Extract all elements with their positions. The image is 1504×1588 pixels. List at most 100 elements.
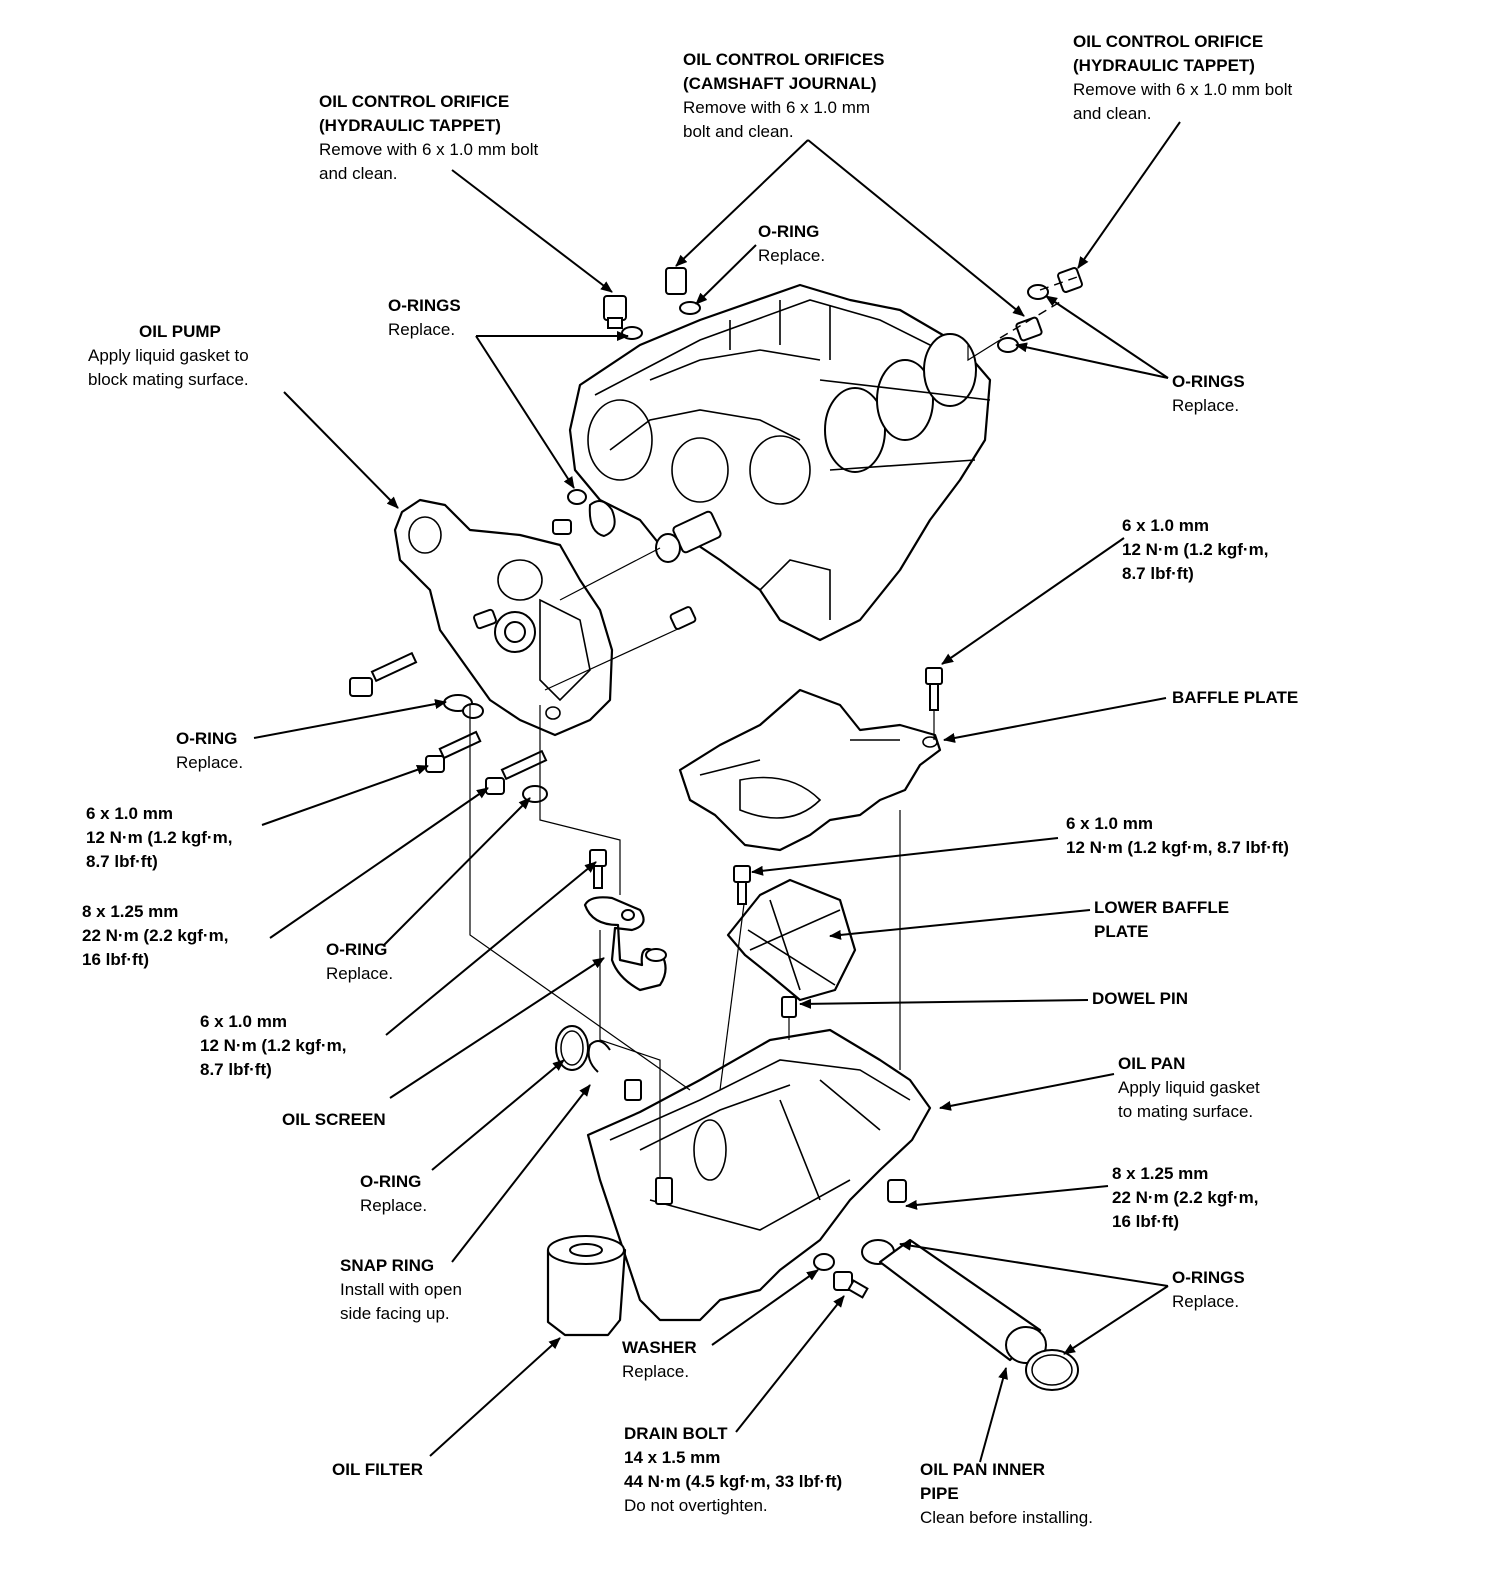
oil-pump xyxy=(393,498,614,737)
label-title-line: 8 x 1.25 mm xyxy=(1112,1164,1209,1183)
label-washer: WASHER Replace. xyxy=(622,1336,697,1384)
label-title-line: (HYDRAULIC TAPPET) xyxy=(1073,56,1255,75)
label-title-line: OIL PAN xyxy=(1118,1054,1186,1073)
label-title-line: LOWER BAFFLE xyxy=(1094,898,1230,917)
label-title-line: WASHER xyxy=(622,1338,697,1357)
label-title-line: DOWEL PIN xyxy=(1092,989,1189,1008)
label-title-line: 22 N·m (2.2 kgf·m, xyxy=(82,926,229,945)
label-title-line: 8.7 lbf·ft) xyxy=(1122,564,1194,583)
label-torque-spec-pan: 8 x 1.25 mm 22 N·m (2.2 kgf·m, 16 lbf·ft… xyxy=(1112,1162,1258,1234)
label-torque-spec-left-1: 6 x 1.0 mm 12 N·m (1.2 kgf·m, 8.7 lbf·ft… xyxy=(86,802,232,874)
label-oil-filter: OIL FILTER xyxy=(332,1458,423,1482)
label-title-line: 16 lbf·ft) xyxy=(1112,1212,1180,1231)
label-desc-line: side facing up. xyxy=(340,1304,450,1323)
label-torque-spec-top-right: 6 x 1.0 mm 12 N·m (1.2 kgf·m, 8.7 lbf·ft… xyxy=(1122,514,1268,586)
leader-arrows xyxy=(253,121,1181,1463)
label-title-line: PLATE xyxy=(1094,922,1149,941)
label-title-line: O-RINGS xyxy=(1172,1268,1245,1287)
label-desc-line: Remove with 6 x 1.0 mm bolt xyxy=(319,140,539,159)
label-title-line: O-RINGS xyxy=(388,296,461,315)
label-oil-pan-inner-pipe: OIL PAN INNER PIPE Clean before installi… xyxy=(920,1458,1093,1530)
label-o-rings-bottom: O-RINGS Replace. xyxy=(1172,1266,1245,1314)
label-desc-line: Replace. xyxy=(176,753,244,772)
label-o-ring-bottom: O-RING Replace. xyxy=(360,1170,427,1218)
label-title-line: OIL CONTROL ORIFICES xyxy=(683,50,885,69)
label-title-line: 6 x 1.0 mm xyxy=(1066,814,1153,833)
label-title-line: 6 x 1.0 mm xyxy=(86,804,173,823)
label-title-line: OIL SCREEN xyxy=(282,1110,386,1129)
label-title-line: (HYDRAULIC TAPPET) xyxy=(319,116,501,135)
label-title-line: DRAIN BOLT xyxy=(624,1424,728,1443)
label-desc-line: Replace. xyxy=(1172,396,1240,415)
label-title-line: PIPE xyxy=(920,1484,959,1503)
label-o-ring-top: O-RING Replace. xyxy=(758,220,825,268)
drain-bolt xyxy=(813,1253,869,1299)
oil-pan-inner-pipe xyxy=(861,1238,1079,1391)
label-title-line: O-RING xyxy=(360,1172,422,1191)
label-title-line: O-RING xyxy=(326,940,388,959)
label-title-line: O-RINGS xyxy=(1172,372,1245,391)
label-desc-line: Remove with 6 x 1.0 mm bolt xyxy=(1073,80,1293,99)
label-title-line: SNAP RING xyxy=(340,1256,435,1275)
label-torque-spec-left-2: 8 x 1.25 mm 22 N·m (2.2 kgf·m, 16 lbf·ft… xyxy=(82,900,228,972)
label-title-line: 22 N·m (2.2 kgf·m, xyxy=(1112,1188,1259,1207)
label-title-line: 12 N·m (1.2 kgf·m, xyxy=(86,828,233,847)
label-title-line: O-RING xyxy=(758,222,820,241)
label-lower-baffle-plate: LOWER BAFFLE PLATE xyxy=(1094,896,1229,944)
label-desc-line: Install with open xyxy=(340,1280,462,1299)
label-desc-line: block mating surface. xyxy=(88,370,249,389)
label-title-line: BAFFLE PLATE xyxy=(1172,688,1299,707)
label-oil-screen: OIL SCREEN xyxy=(282,1108,386,1132)
label-desc-line: Replace. xyxy=(326,964,394,983)
label-oil-control-orifice-tappet-right: OIL CONTROL ORIFICE (HYDRAULIC TAPPET) R… xyxy=(1073,30,1292,126)
label-desc-line: Apply liquid gasket to xyxy=(88,346,249,365)
label-baffle-plate: BAFFLE PLATE xyxy=(1172,686,1298,710)
label-title-line: 8.7 lbf·ft) xyxy=(86,852,158,871)
label-title-line: OIL PAN INNER xyxy=(920,1460,1045,1479)
label-o-rings-top-left: O-RINGS Replace. xyxy=(388,294,461,342)
label-title-line: (CAMSHAFT JOURNAL) xyxy=(683,74,877,93)
label-title-line: OIL CONTROL ORIFICE xyxy=(319,92,510,111)
label-title-line: OIL CONTROL ORIFICE xyxy=(1073,32,1264,51)
label-title-line: 6 x 1.0 mm xyxy=(200,1012,287,1031)
label-desc-line: Replace. xyxy=(1172,1292,1240,1311)
label-desc-line: bolt and clean. xyxy=(683,122,794,141)
label-torque-spec-screen: 6 x 1.0 mm 12 N·m (1.2 kgf·m, 8.7 lbf·ft… xyxy=(200,1010,346,1082)
label-oil-pan: OIL PAN Apply liquid gasket to mating su… xyxy=(1118,1052,1260,1124)
label-desc-line: to mating surface. xyxy=(1118,1102,1254,1121)
label-title-line: 8.7 lbf·ft) xyxy=(200,1060,272,1079)
label-desc-line: and clean. xyxy=(319,164,398,183)
label-drain-bolt: DRAIN BOLT 14 x 1.5 mm 44 N·m (4.5 kgf·m… xyxy=(624,1422,842,1518)
label-title-line: 6 x 1.0 mm xyxy=(1122,516,1209,535)
label-desc-line: Apply liquid gasket xyxy=(1118,1078,1260,1097)
label-desc-line: Replace. xyxy=(360,1196,428,1215)
label-desc-line: and clean. xyxy=(1073,104,1152,123)
label-dowel-pin: DOWEL PIN xyxy=(1092,987,1188,1011)
label-desc-line: Do not overtighten. xyxy=(624,1496,768,1515)
label-desc-line: Replace. xyxy=(622,1362,690,1381)
label-desc-line: Replace. xyxy=(758,246,826,265)
label-title-line: 14 x 1.5 mm xyxy=(624,1448,721,1467)
label-oil-control-orifice-tappet-left: OIL CONTROL ORIFICE (HYDRAULIC TAPPET) R… xyxy=(319,90,538,186)
label-title-line: 12 N·m (1.2 kgf·m, xyxy=(200,1036,347,1055)
oil-screen xyxy=(583,849,667,992)
label-title-line: 12 N·m (1.2 kgf·m, xyxy=(1122,540,1269,559)
oil-filter xyxy=(546,1235,627,1337)
alignment-guides xyxy=(469,275,1081,1178)
label-o-ring-left: O-RING Replace. xyxy=(176,727,243,775)
label-torque-spec-mid-right: 6 x 1.0 mm 12 N·m (1.2 kgf·m, 8.7 lbf·ft… xyxy=(1066,812,1289,860)
top-orifices xyxy=(603,267,1083,353)
oil-pan xyxy=(586,1028,932,1322)
label-title-line: 8 x 1.25 mm xyxy=(82,902,179,921)
screen-rings xyxy=(555,1025,611,1073)
label-title-line: O-RING xyxy=(176,729,238,748)
label-title-line: 44 N·m (4.5 kgf·m, 33 lbf·ft) xyxy=(624,1472,843,1491)
label-title-line: 12 N·m (1.2 kgf·m, 8.7 lbf·ft) xyxy=(1066,838,1289,857)
label-desc-line: Remove with 6 x 1.0 mm xyxy=(683,98,871,117)
label-snap-ring: SNAP RING Install with open side facing … xyxy=(340,1254,462,1326)
label-title-line: OIL PUMP xyxy=(139,322,221,341)
label-title-line: 16 lbf·ft) xyxy=(82,950,150,969)
label-desc-line: Clean before installing. xyxy=(920,1508,1093,1527)
label-title-line: OIL FILTER xyxy=(332,1460,423,1479)
